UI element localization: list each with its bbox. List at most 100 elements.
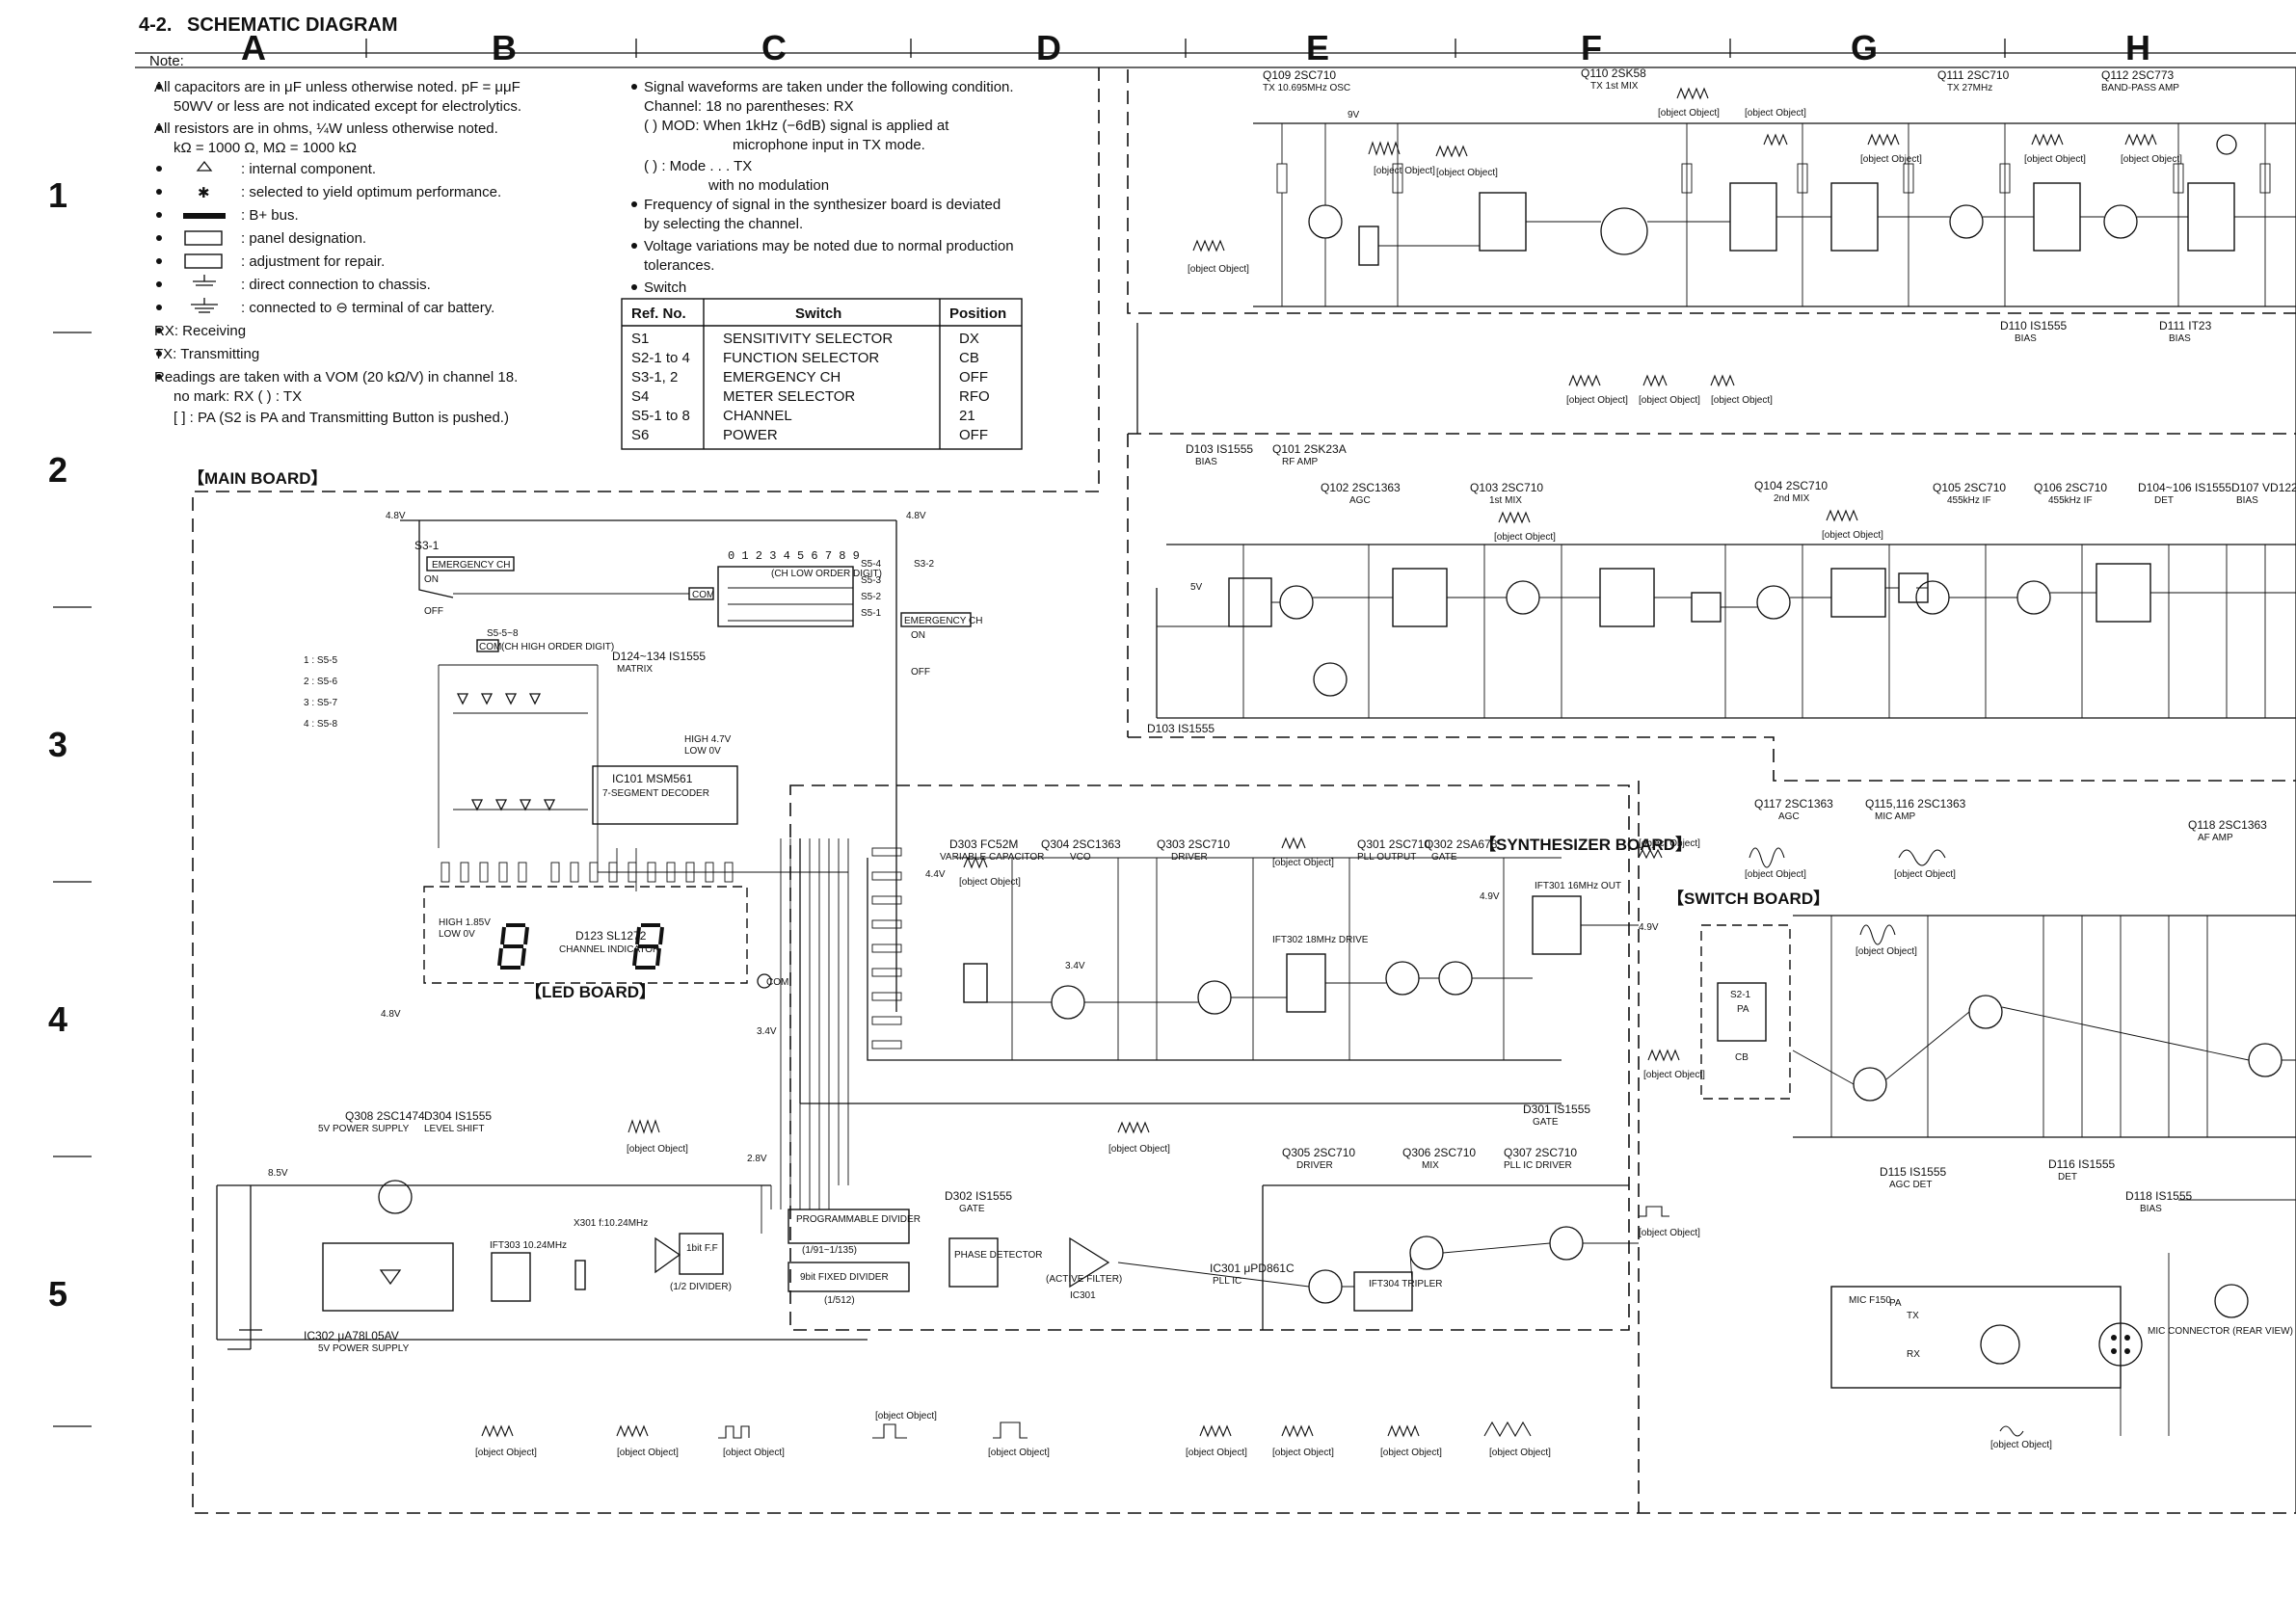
tx-stage-labels: Q109 2SC710 TX 10.695MHz OSC Q110 2SK58 …: [1263, 66, 2179, 93]
table-row: S5-1 to 8 CHANNEL 21: [631, 408, 975, 424]
waveform-label: [object Object]: [475, 1448, 537, 1458]
svg-text:CB: CB: [1735, 1052, 1749, 1063]
stage-desc: BAND-PASS AMP: [2101, 83, 2179, 93]
svg-text:Q115,116 2SC1363: Q115,116 2SC1363: [1865, 797, 1966, 810]
seven-segment-digit-1: [497, 923, 529, 970]
voltage-label: 5V: [1190, 582, 1203, 593]
table-header: Position: [949, 306, 1006, 322]
svg-text:OFF: OFF: [959, 369, 988, 385]
svg-text:Q302 2SA678: Q302 2SA678: [1425, 837, 1498, 851]
svg-text:X301 f:10.24MHz: X301 f:10.24MHz: [574, 1218, 648, 1229]
waveform-label: [object Object]: [627, 1144, 688, 1155]
svg-text:S4: S4: [631, 388, 649, 405]
svg-text:OFF: OFF: [424, 606, 443, 617]
svg-text:DRIVER: DRIVER: [1296, 1160, 1333, 1171]
svg-text:PLL IC DRIVER: PLL IC DRIVER: [1504, 1160, 1572, 1171]
note-line: : internal component.: [241, 161, 376, 177]
svg-text:HIGH 1.85V: HIGH 1.85V: [439, 917, 491, 928]
svg-text:9bit FIXED DIVIDER: 9bit FIXED DIVIDER: [800, 1272, 889, 1283]
s5-high-digit: S5-5~8 COM (CH HIGH ORDER DIGIT): [476, 628, 614, 652]
bullet-icons: [156, 84, 162, 380]
svg-text:S2-1: S2-1: [1730, 990, 1751, 1000]
svg-text:POWER: POWER: [723, 427, 778, 443]
waveform-label: [object Object]: [1494, 532, 1556, 543]
svg-text:【LED BOARD】: 【LED BOARD】: [525, 982, 655, 1001]
switch-table: Ref. No. Switch Position S1 SENSITIVITY …: [621, 298, 1023, 450]
note-line: kΩ = 1000 Ω, MΩ = 1000 kΩ: [174, 140, 357, 156]
waveform-label: [object Object]: [617, 1448, 679, 1458]
section-number: 4-2.: [139, 14, 172, 36]
svg-text:Q101 2SK23A: Q101 2SK23A: [1272, 442, 1347, 456]
svg-text:Q105 2SC710: Q105 2SC710: [1933, 481, 2006, 494]
voltage-label: 3.4V: [757, 1026, 777, 1037]
note-line: ( ) MOD: When 1kHz (−6dB) signal is appl…: [644, 118, 949, 134]
svg-text:BIAS: BIAS: [2236, 495, 2258, 506]
waveform-label: [object Object]: [1639, 395, 1700, 406]
stage-ref: Q110 2SK58: [1581, 66, 1646, 80]
main-board-label: 【MAIN BOARD】: [188, 468, 328, 488]
svg-text:8.5V: 8.5V: [268, 1168, 288, 1179]
svg-text:IC301: IC301: [1070, 1290, 1096, 1301]
stage-desc: TX 27MHz: [1947, 83, 1992, 93]
svg-text:S3-1: S3-1: [414, 539, 440, 552]
row-label-1: 1: [48, 175, 67, 215]
svg-text:SENSITIVITY SELECTOR: SENSITIVITY SELECTOR: [723, 331, 893, 347]
note-line: no mark: RX ( ) : TX: [174, 388, 302, 405]
note-line: by selecting the channel.: [644, 216, 803, 232]
note-line: Frequency of signal in the synthesizer b…: [644, 197, 1001, 213]
waveform-label: [object Object]: [1188, 264, 1249, 275]
svg-text:BIAS: BIAS: [2140, 1204, 2162, 1214]
emergency-switch-s3-2: S3-2 EMERGENCY CH ON OFF: [900, 559, 983, 678]
svg-text:FUNCTION SELECTOR: FUNCTION SELECTOR: [723, 350, 879, 366]
svg-text:D107 VD1222: D107 VD1222: [2231, 481, 2296, 494]
main-board-outline: [192, 67, 2296, 1514]
svg-text:Q104 2SC710: Q104 2SC710: [1754, 479, 1828, 492]
power-input: 8.5V: [227, 1168, 288, 1350]
notes-right: Signal waveforms are taken under the fol…: [631, 79, 1014, 296]
svg-text:IC302 μA78L05AV: IC302 μA78L05AV: [304, 1329, 399, 1342]
stage-ref: D111 IT23: [2159, 319, 2212, 332]
svg-text:CHANNEL: CHANNEL: [723, 408, 792, 424]
waveform-annotations: [object Object] [object Object] [object …: [475, 87, 2182, 1458]
svg-text:EMERGENCY CH: EMERGENCY CH: [904, 616, 983, 626]
synth-transistors: [1051, 961, 1473, 1020]
waveform-label: [object Object]: [1639, 838, 1700, 849]
table-row: S6 POWER OFF: [631, 427, 988, 443]
tx-coils: [1358, 182, 2235, 266]
svg-text:IFT302 18MHz DRIVE: IFT302 18MHz DRIVE: [1272, 935, 1369, 945]
column-label-d: D: [1036, 28, 1061, 67]
svg-text:MATRIX: MATRIX: [617, 664, 653, 675]
notes-left: All capacitors are in μF unless otherwis…: [154, 79, 521, 426]
note-line: : direct connection to chassis.: [241, 277, 431, 293]
svg-text:PLL IC: PLL IC: [1213, 1276, 1241, 1287]
notes-heading: Note:: [149, 53, 184, 69]
note-line: Channel: 18 no parentheses: RX: [644, 98, 854, 115]
svg-text:GATE: GATE: [1431, 852, 1457, 863]
table-header: Ref. No.: [631, 306, 686, 322]
svg-text:【SWITCH BOARD】: 【SWITCH BOARD】: [1668, 889, 1829, 908]
note-line: All resistors are in ohms, ¼W unless oth…: [154, 120, 498, 137]
svg-text:Q306 2SC710: Q306 2SC710: [1402, 1146, 1476, 1159]
tx-transistors: [1308, 134, 2237, 255]
waveform-label: [object Object]: [1489, 1448, 1551, 1458]
bplus-bus-icon: [183, 213, 226, 219]
waveform-label: [object Object]: [1855, 946, 1917, 957]
svg-text:Q303 2SC710: Q303 2SC710: [1157, 837, 1230, 851]
waveform-label: [object Object]: [1658, 108, 1720, 119]
svg-text:AGC DET: AGC DET: [1889, 1180, 1932, 1190]
svg-text:IC101 MSM561: IC101 MSM561: [612, 772, 693, 785]
svg-text:IC301 μPD861C: IC301 μPD861C: [1210, 1262, 1295, 1275]
waveform-label: [object Object]: [1380, 1448, 1442, 1458]
svg-text:HIGH 4.7V: HIGH 4.7V: [684, 734, 732, 745]
emergency-switch-s3-1: S3-1 EMERGENCY CH ON OFF: [414, 520, 515, 617]
voltage-label: 4.4V: [925, 869, 946, 880]
svg-text:D103 IS1555: D103 IS1555: [1147, 722, 1215, 735]
waveform-label: [object Object]: [875, 1411, 937, 1422]
svg-text:(CH LOW ORDER DIGIT): (CH LOW ORDER DIGIT): [771, 569, 882, 579]
svg-text:COM: COM: [766, 977, 788, 988]
rx-transistors: [1279, 580, 2051, 697]
transistor-q308: [378, 1180, 413, 1214]
svg-text:455kHz IF: 455kHz IF: [2048, 495, 2093, 506]
synthesizer-board-label: 【SYNTHESIZER BOARD】: [1480, 835, 1692, 854]
waveform-label: [object Object]: [1186, 1448, 1247, 1458]
